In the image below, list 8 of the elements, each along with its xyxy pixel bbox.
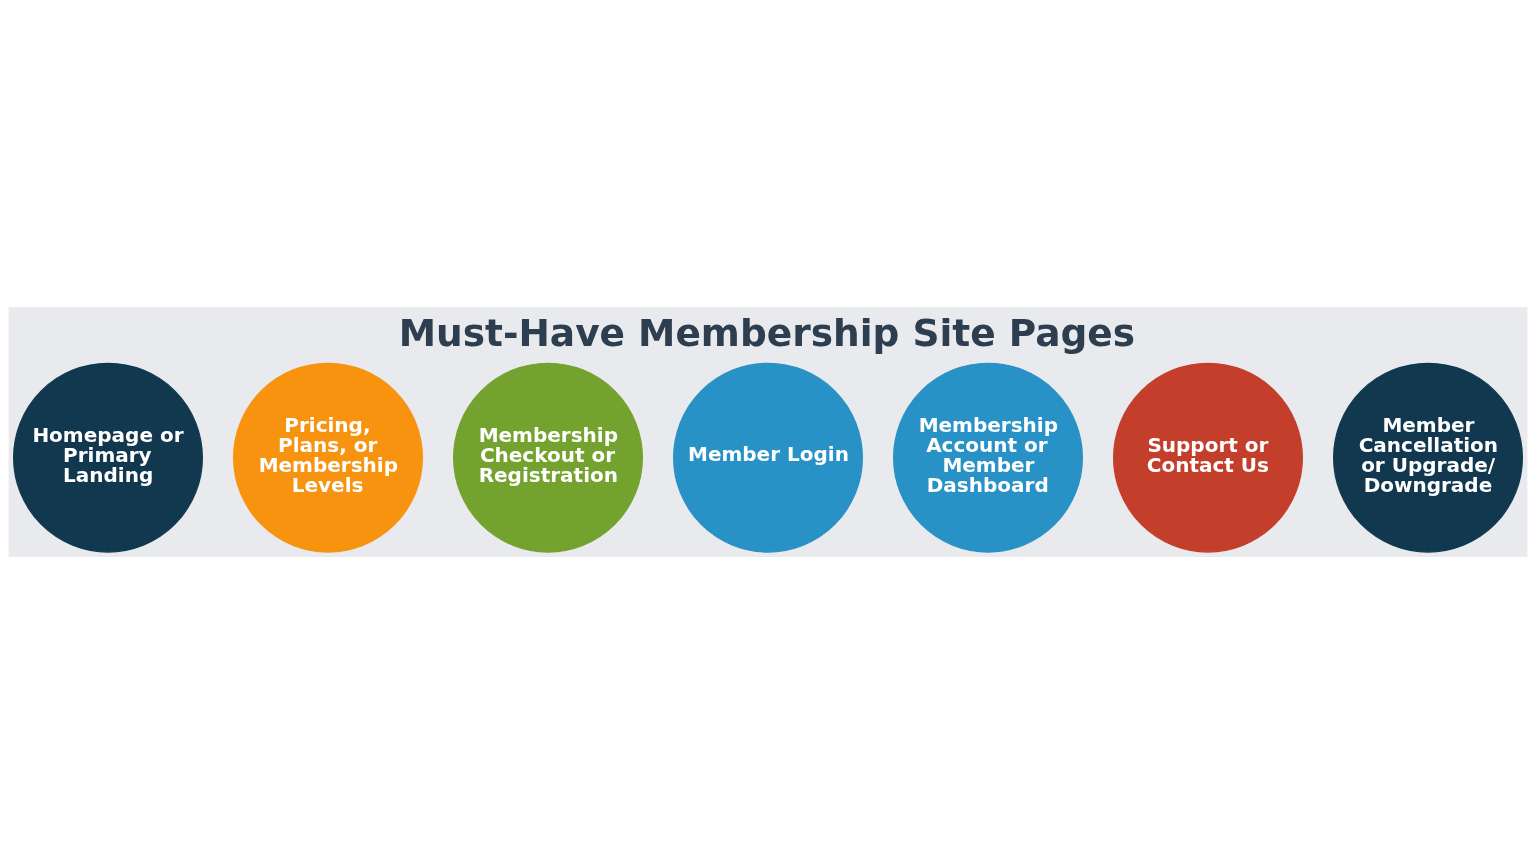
- node-circle: Member Cancellation or Upgrade/ Downgrade: [1333, 362, 1523, 553]
- node-circle: Pricing, Plans, or Membership Levels: [233, 362, 423, 553]
- node-circle: Membership Checkout or Registration: [453, 362, 643, 553]
- node-circle: Homepage or Primary Landing: [13, 362, 203, 553]
- diagram-title: Must-Have Membership Site Pages: [398, 310, 1136, 355]
- node-circle: Support or Contact Us: [1113, 362, 1303, 553]
- node-circle: Member Login: [673, 362, 863, 553]
- node-circle: Membership Account or Member Dashboard: [893, 362, 1083, 553]
